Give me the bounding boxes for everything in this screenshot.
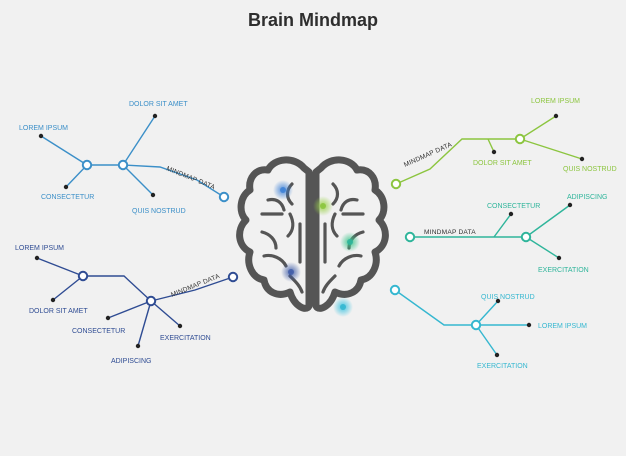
dot-top-left-dolor (152, 113, 158, 119)
node-top-right-end[interactable] (390, 178, 402, 190)
label-bottom-right-quis: QUIS NOSTRUD (481, 294, 535, 301)
dot-top-left-lorem (38, 133, 44, 139)
brain-left-hemisphere (236, 156, 313, 312)
node-mid-right-end[interactable] (404, 231, 416, 243)
dot-mid-right-adipiscing (567, 202, 573, 208)
label-mid-right-consectetur: CONSECTETUR (487, 203, 540, 210)
label-mid-right-adipiscing: ADIPISCING (567, 194, 607, 201)
label-top-left-quis: QUIS NOSTRUD (132, 208, 186, 215)
dot-bottom-right-quis (495, 298, 501, 304)
node-mid-right-hub[interactable] (520, 231, 532, 243)
node-bottom-left-hub2[interactable] (77, 270, 89, 282)
branch-bottom-right (394, 289, 529, 356)
dot-mid-right-consectetur (508, 211, 514, 217)
label-top-left-consectetur: CONSECTETUR (41, 194, 94, 201)
node-top-left-end[interactable] (218, 191, 230, 203)
dot-bottom-left-consectetur (105, 315, 111, 321)
label-mid-right-main: MINDMAP DATA (424, 229, 476, 236)
node-bottom-right-end[interactable] (389, 284, 401, 296)
branch-mid-right-nodes (404, 202, 573, 261)
label-top-left-lorem: LOREM IPSUM (19, 125, 68, 132)
label-top-left-main: MINDMAP DATA (165, 165, 216, 191)
brain-left-folds (260, 182, 304, 294)
label-bottom-left-main: MINDMAP DATA (170, 273, 221, 299)
dot-bottom-left-exercitation (177, 323, 183, 329)
branch-mid-right (410, 204, 571, 259)
label-bottom-left-dolor: DOLOR SIT AMET (29, 308, 88, 315)
branch-top-right (395, 115, 583, 185)
label-top-right-dolor: DOLOR SIT AMET (473, 160, 532, 167)
page-title: Brain Mindmap (247, 10, 378, 30)
branch-top-right-nodes (390, 113, 585, 190)
dot-bottom-right-lorem (526, 322, 532, 328)
node-top-right-hub[interactable] (514, 133, 526, 145)
brain-glow-spots (273, 180, 360, 317)
dot-mid-right-exercitation (556, 255, 562, 261)
label-top-right-lorem: LOREM IPSUM (531, 98, 580, 105)
branch-bottom-left-nodes (34, 255, 239, 349)
label-mid-right-exercitation: EXERCITATION (538, 267, 589, 274)
dot-bottom-left-dolor (50, 297, 56, 303)
node-top-left-hub[interactable] (117, 159, 129, 171)
label-bottom-right-exercitation: EXERCITATION (477, 363, 528, 370)
label-bottom-left-adipiscing: ADIPISCING (111, 358, 151, 365)
label-bottom-left-lorem: LOREM IPSUM (15, 245, 64, 252)
branch-top-left (40, 115, 225, 198)
branch-bottom-left (36, 257, 234, 347)
node-bottom-left-hub[interactable] (145, 295, 157, 307)
dot-top-right-lorem (553, 113, 559, 119)
branch-top-left-nodes (38, 113, 230, 203)
brain-right-hemisphere (312, 156, 389, 312)
branch-bottom-right-nodes (389, 284, 532, 358)
dot-bottom-left-adipiscing (135, 343, 141, 349)
node-bottom-left-end[interactable] (227, 271, 239, 283)
dot-top-left-consectetur (63, 184, 69, 190)
label-top-right-main: MINDMAP DATA (403, 141, 454, 169)
label-top-right-quis: QUIS NOSTRUD (563, 166, 617, 173)
dot-top-right-quis (579, 156, 585, 162)
label-bottom-left-consectetur: CONSECTETUR (72, 328, 125, 335)
node-top-left-hub2[interactable] (81, 159, 93, 171)
dot-top-right-dolor (491, 149, 497, 155)
dot-top-left-quis (150, 192, 156, 198)
brain-icon (236, 156, 389, 312)
label-top-left-dolor: DOLOR SIT AMET (129, 101, 188, 108)
label-bottom-left-exercitation: EXERCITATION (160, 335, 211, 342)
label-bottom-right-lorem: LOREM IPSUM (538, 323, 587, 330)
node-bottom-right-hub[interactable] (470, 319, 482, 331)
dot-bottom-right-exercitation (494, 352, 500, 358)
dot-bottom-left-lorem (34, 255, 40, 261)
